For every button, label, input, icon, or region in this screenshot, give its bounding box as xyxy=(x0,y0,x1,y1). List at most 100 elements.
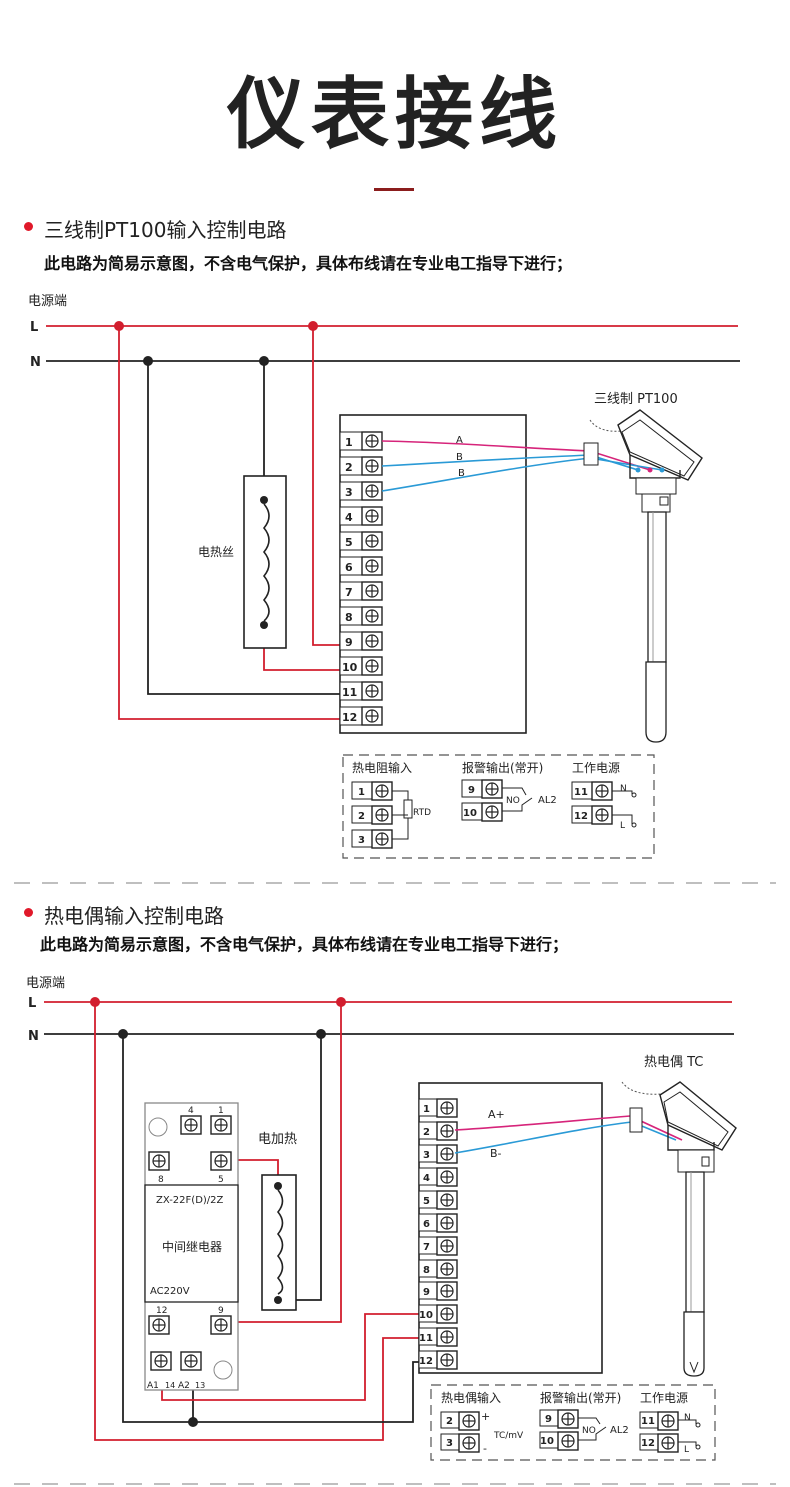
wire-a-plus xyxy=(454,1115,683,1141)
legend-alarm-title: 报警输出(常开) xyxy=(462,760,543,775)
thermocouple-sensor-icon: 热电偶 TC xyxy=(621,1055,737,1377)
legend-n-label: N xyxy=(684,1413,691,1423)
wire-b1 xyxy=(381,454,639,471)
legend-no-label: NO xyxy=(582,1426,596,1436)
wire-a1-to-10 xyxy=(161,1313,420,1401)
wire-l-to-12 xyxy=(118,326,340,720)
svg-text:3: 3 xyxy=(345,486,353,499)
svg-text:8: 8 xyxy=(158,1175,164,1185)
svg-text:2: 2 xyxy=(423,1127,430,1138)
terminal-strip: 1 2 3 4 5 6 7 8 9 10 11 12 xyxy=(418,1098,458,1370)
svg-text:1: 1 xyxy=(358,787,365,798)
svg-text:9: 9 xyxy=(545,1414,552,1425)
section2-heading: 热电偶输入控制电路 xyxy=(44,904,224,928)
svg-text:4: 4 xyxy=(345,511,353,524)
heater-label: 电热丝 xyxy=(198,545,234,559)
svg-text:5: 5 xyxy=(423,1196,430,1207)
wire-n-to-11 xyxy=(122,1034,420,1423)
bullet-icon xyxy=(24,222,33,231)
svg-text:8: 8 xyxy=(345,611,353,624)
svg-text:7: 7 xyxy=(423,1242,430,1253)
wire-a xyxy=(381,440,651,471)
svg-text:9: 9 xyxy=(468,785,475,796)
svg-text:1: 1 xyxy=(345,436,353,449)
legend-power-title: 工作电源 xyxy=(572,761,620,775)
sensor-label: 热电偶 TC xyxy=(644,1055,703,1070)
heater-box xyxy=(261,1174,297,1311)
svg-text:A2: A2 xyxy=(178,1381,190,1391)
junction-dot xyxy=(114,321,124,331)
svg-text:7: 7 xyxy=(345,586,353,599)
section1-note: 此电路为简易示意图，不含电气保护，具体布线请在专业电工指导下进行； xyxy=(44,254,573,273)
wire-relay-to-heater xyxy=(230,1159,279,1180)
wire-label-b-minus: B- xyxy=(490,1147,502,1160)
relay-model: ZX-22F(D)/2Z xyxy=(156,1195,224,1206)
page-title: 仪表接线 xyxy=(226,70,563,160)
svg-text:8: 8 xyxy=(423,1265,430,1276)
relay-rating: AC220V xyxy=(150,1286,190,1297)
svg-text:13: 13 xyxy=(195,1381,205,1390)
heater-label: 电加热 xyxy=(258,1132,297,1147)
title-underline xyxy=(374,188,414,191)
power-label: 电源端 xyxy=(28,294,67,309)
diagram-pt100: 电源端 L N 电热丝 1 2 3 4 5 6 7 8 9 xyxy=(28,294,740,859)
svg-text:3: 3 xyxy=(446,1438,453,1449)
legend-input-title: 热电偶输入 xyxy=(441,1390,501,1405)
relay-module: 4 1 8 5 ZX-22F(D)/2Z 中间继电器 AC220V 12 9 A… xyxy=(144,1102,239,1391)
svg-text:4: 4 xyxy=(423,1173,430,1184)
svg-text:11: 11 xyxy=(419,1333,433,1344)
svg-text:11: 11 xyxy=(574,787,588,798)
junction-dot xyxy=(259,356,269,366)
legend-no-label: NO xyxy=(506,796,520,806)
svg-text:9: 9 xyxy=(218,1306,224,1316)
svg-text:11: 11 xyxy=(342,686,357,699)
wire-l-to-12 xyxy=(94,1002,420,1441)
svg-text:6: 6 xyxy=(345,561,353,574)
svg-text:5: 5 xyxy=(218,1175,224,1185)
svg-text:10: 10 xyxy=(463,808,477,819)
svg-text:12: 12 xyxy=(342,711,357,724)
legend-tc-tag: TC/mV xyxy=(493,1431,524,1441)
svg-text:12: 12 xyxy=(156,1306,167,1316)
svg-text:1: 1 xyxy=(218,1106,224,1116)
svg-text:3: 3 xyxy=(358,835,365,846)
legend-minus: - xyxy=(483,1442,487,1455)
svg-text:2: 2 xyxy=(345,461,353,474)
line-l-label: L xyxy=(28,996,36,1011)
svg-text:6: 6 xyxy=(423,1219,430,1230)
svg-text:10: 10 xyxy=(342,661,358,674)
svg-text:12: 12 xyxy=(641,1438,655,1449)
legend-n-label: N xyxy=(620,784,627,794)
diagram-thermocouple: 电源端 L N 4 1 8 5 xyxy=(26,976,737,1461)
wire-l-to-9 xyxy=(312,326,340,646)
svg-text:12: 12 xyxy=(419,1356,433,1367)
sensor-label: 三线制 PT100 xyxy=(594,392,678,407)
legend-box xyxy=(342,754,655,859)
wire-b-minus xyxy=(454,1121,677,1154)
junction-dot xyxy=(143,356,153,366)
legend-input-title: 热电阻输入 xyxy=(352,760,412,775)
legend-plus: + xyxy=(481,1410,490,1423)
wire-label-a: A xyxy=(456,435,463,446)
wire-label-b: B xyxy=(458,468,465,479)
line-l-label: L xyxy=(30,320,38,335)
wire-label-b: B xyxy=(456,452,463,463)
line-n-label: N xyxy=(28,1029,39,1044)
svg-text:12: 12 xyxy=(574,811,588,822)
terminal-strip: 1 2 3 4 5 6 7 8 9 10 11 12 xyxy=(339,431,383,726)
line-n-label: N xyxy=(30,355,41,370)
wire-n-to-11 xyxy=(147,361,340,695)
svg-text:9: 9 xyxy=(423,1287,430,1298)
svg-text:A1: A1 xyxy=(147,1381,159,1391)
bullet-icon xyxy=(24,908,33,917)
legend-al2-label: AL2 xyxy=(610,1425,629,1436)
heater-coil-icon xyxy=(276,1189,284,1295)
relay-name: 中间继电器 xyxy=(162,1239,222,1254)
svg-text:9: 9 xyxy=(345,636,353,649)
svg-text:2: 2 xyxy=(358,811,365,822)
legend-l-label: L xyxy=(684,1445,689,1455)
svg-text:3: 3 xyxy=(423,1150,430,1161)
wire-l-to-relay xyxy=(230,1002,342,1323)
wire-b2 xyxy=(381,457,663,492)
